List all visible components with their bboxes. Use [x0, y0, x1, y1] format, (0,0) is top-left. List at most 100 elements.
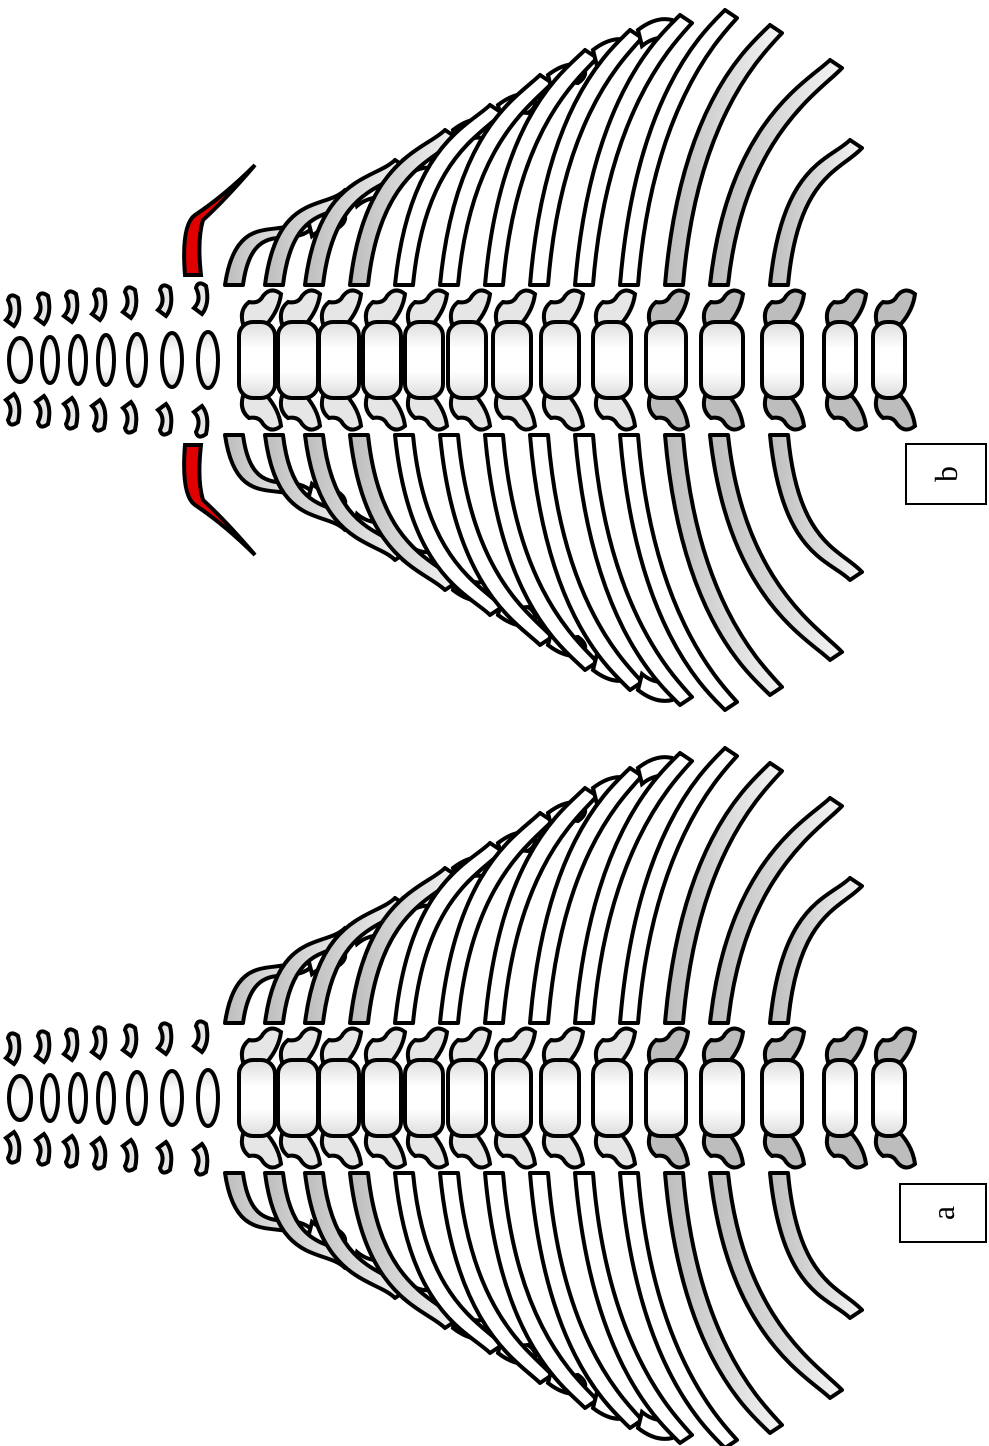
vertebral-process [596, 1028, 635, 1062]
vertebral-process [322, 396, 361, 430]
vertebral-process [496, 1134, 535, 1168]
vertebral-process [242, 396, 281, 430]
vertebral-process [544, 1028, 583, 1062]
vertebral-body [541, 322, 579, 398]
vertebral-process [281, 396, 320, 430]
vertebral-body [873, 322, 905, 398]
vertebral-process [366, 1134, 405, 1168]
vertebral-process [765, 1134, 804, 1168]
vertebral-body [593, 1060, 631, 1136]
vertebral-process [765, 290, 804, 324]
tail-process [36, 1134, 49, 1165]
tail-process [6, 295, 19, 326]
vertebral-process [408, 290, 447, 324]
vertebral-body [493, 1060, 531, 1136]
vertebral-process [496, 290, 535, 324]
tail-process [92, 400, 105, 431]
vertebral-process [322, 1028, 361, 1062]
tail-vertebra [70, 1074, 86, 1122]
tail-process [36, 1031, 49, 1062]
tail-process [194, 406, 207, 437]
vertebral-process [242, 1028, 281, 1062]
vertebral-body [701, 1060, 743, 1136]
vertebral-body [593, 322, 631, 398]
tail-vertebra [70, 336, 86, 384]
tail-process [194, 1021, 207, 1052]
vertebral-process [704, 290, 743, 324]
tail-vertebra [128, 1072, 146, 1124]
vertebral-process [242, 1134, 281, 1168]
vertebral-process [544, 396, 583, 430]
tail-process [36, 396, 49, 427]
tail-process [92, 1138, 105, 1169]
tail-process [194, 1144, 207, 1175]
rib [770, 435, 862, 580]
tail-process [123, 402, 136, 433]
vertebral-process [408, 1134, 447, 1168]
tail-process [64, 291, 77, 322]
tail-process [64, 398, 77, 429]
vertebral-process [876, 1028, 915, 1062]
vertebral-body [405, 1060, 443, 1136]
tail-process [123, 1140, 136, 1171]
vertebral-body [873, 1060, 905, 1136]
vertebral-body [493, 322, 531, 398]
vertebral-process [366, 396, 405, 430]
vertebral-process [322, 290, 361, 324]
tail-process [158, 1142, 171, 1173]
vertebral-process [649, 290, 688, 324]
vertebral-process [451, 290, 490, 324]
vertebral-process [827, 1134, 866, 1168]
vertebral-body [363, 1060, 401, 1136]
tail-process [64, 1029, 77, 1060]
panel-label: b [906, 444, 986, 504]
vertebral-process [281, 290, 320, 324]
vertebral-process [876, 1134, 915, 1168]
vertebral-process [596, 1134, 635, 1168]
tail-process [92, 289, 105, 320]
vertebral-process [451, 1028, 490, 1062]
panel-label: a [900, 1184, 986, 1242]
vertebral-body [239, 322, 275, 398]
vertebral-process [827, 1028, 866, 1062]
vertebral-process [242, 290, 281, 324]
tail-vertebra [98, 335, 114, 385]
vertebral-body [448, 322, 486, 398]
tail-vertebra [162, 333, 182, 387]
vertebral-process [876, 396, 915, 430]
vertebral-process [366, 1028, 405, 1062]
vertebral-process [596, 290, 635, 324]
tail-process [158, 404, 171, 435]
vertebral-process [281, 1134, 320, 1168]
tail-process [194, 283, 207, 314]
vertebral-process [408, 1028, 447, 1062]
vertebral-body [824, 1060, 856, 1136]
vertebral-body [646, 322, 686, 398]
tail-process [36, 293, 49, 324]
vertebral-process [544, 290, 583, 324]
vertebral-process [827, 290, 866, 324]
tail-process [6, 394, 19, 425]
vertebral-process [765, 1028, 804, 1062]
vertebral-body [646, 1060, 686, 1136]
tail-vertebra [198, 1070, 218, 1126]
vertebral-process [649, 1028, 688, 1062]
tail-process [123, 287, 136, 318]
tail-vertebra [42, 1075, 58, 1121]
vertebral-process [704, 396, 743, 430]
vertebral-process [322, 1134, 361, 1168]
tail-process [6, 1132, 19, 1163]
rib [770, 140, 862, 285]
vertebral-body [762, 322, 802, 398]
vertebral-process [649, 396, 688, 430]
tail-process [123, 1025, 136, 1056]
tail-vertebra [198, 332, 218, 388]
vertebral-process [281, 1028, 320, 1062]
vertebral-process [704, 1028, 743, 1062]
vertebral-body [448, 1060, 486, 1136]
rib [770, 878, 862, 1023]
tail-vertebra [162, 1071, 182, 1125]
vertebral-process [765, 396, 804, 430]
vertebral-body [405, 322, 443, 398]
